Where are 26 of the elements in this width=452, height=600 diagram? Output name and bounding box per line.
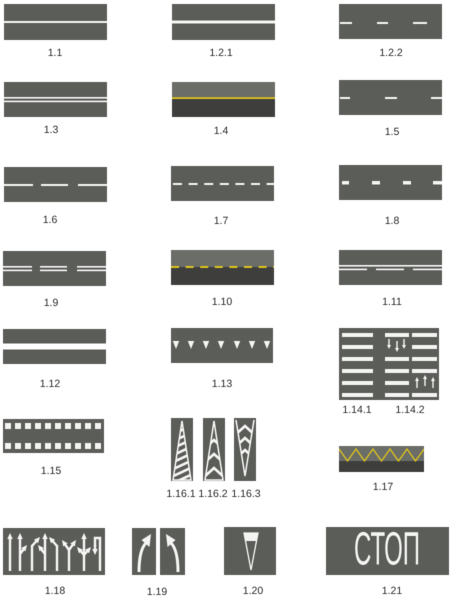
marking-number: 1.6 [42,214,58,226]
marking-number: 1.19 [146,586,168,598]
marking-number: 1.13 [212,378,232,390]
marking-number: 1.16.2 [198,488,228,500]
marking-number: 1.14.1 [342,404,372,416]
marking-number: 1.17 [372,482,394,492]
marking-number: 1.7 [214,216,228,226]
marking-number: 1.9 [44,298,58,308]
marking-number: 1.5 [384,126,400,138]
marking-number: 1.2.2 [379,48,403,58]
marking-number: 1.12 [40,378,60,390]
marking-number: 1.8 [384,216,400,226]
marking-number: 1.10 [212,296,232,308]
marking-number: 1.15 [40,466,62,476]
marking-number: 1.2.1 [209,48,233,58]
marking-number: 1.16.3 [231,488,261,500]
marking-number: 1.4 [214,126,228,136]
marking-number: 1.21 [382,586,402,596]
marking-number: 1.20 [242,586,264,596]
marking-number: 1.16.1 [166,488,196,500]
marking-number: 1.14.2 [395,404,425,416]
marking-number: 1.1 [48,48,62,58]
marking-text: СТОП [354,533,420,569]
marking-number: 1.18 [44,586,66,596]
marking-number: 1.3 [44,124,58,136]
marking-number: 1.11 [382,296,402,308]
